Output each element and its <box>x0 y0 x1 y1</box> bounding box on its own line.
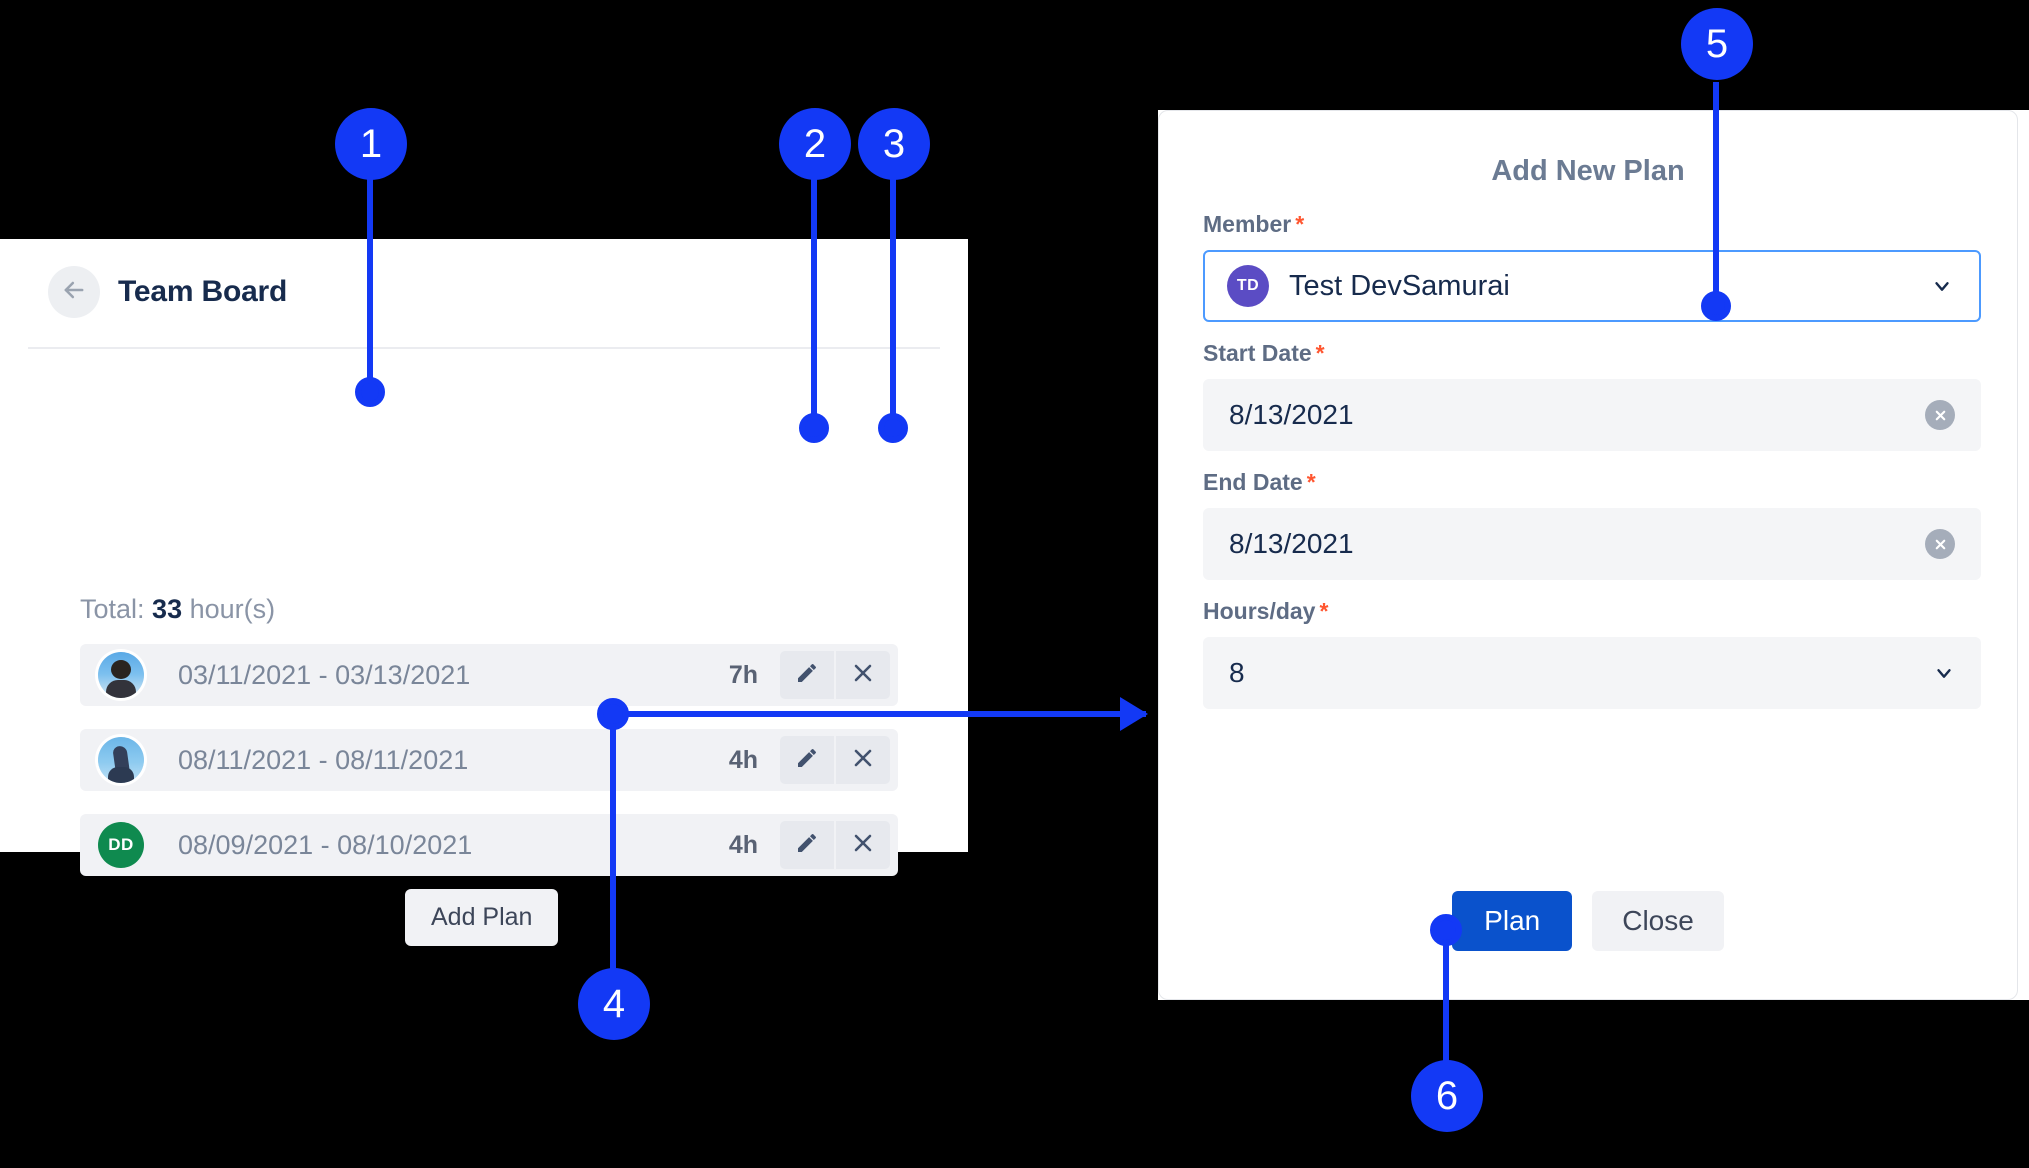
callout-badge-1: 1 <box>335 108 407 180</box>
start-date-label: Start Date* <box>1203 340 1981 367</box>
plan-hours: 4h <box>728 830 758 859</box>
callout-badge-5: 5 <box>1681 8 1753 80</box>
total-value: 33 <box>152 594 183 624</box>
edit-plan-button[interactable] <box>780 736 834 784</box>
end-date-label: End Date* <box>1203 469 1981 496</box>
end-date-input[interactable]: 8/13/2021 <box>1203 508 1981 580</box>
plan-hours: 7h <box>728 660 758 689</box>
plan-row[interactable]: 03/11/2021 - 03/13/2021 7h <box>80 644 898 706</box>
pencil-icon <box>795 661 819 690</box>
total-suffix: hour(s) <box>182 594 276 624</box>
close-x-icon <box>851 661 875 690</box>
required-marker: * <box>1319 598 1329 624</box>
member-avatar: TD <box>1227 265 1269 307</box>
chevron-down-icon <box>1933 662 1955 684</box>
required-marker: * <box>1315 340 1325 366</box>
member-field: Member* TD Test DevSamurai <box>1203 211 1981 322</box>
chevron-down-icon <box>1931 275 1953 297</box>
hours-per-day-field: Hours/day* 8 <box>1203 598 1981 709</box>
end-date-value: 8/13/2021 <box>1229 528 1354 559</box>
plan-submit-button[interactable]: Plan <box>1452 891 1573 951</box>
plan-row[interactable]: DD 08/09/2021 - 08/10/2021 4h <box>80 814 898 876</box>
plan-date-range: 03/11/2021 - 03/13/2021 <box>178 659 471 690</box>
hours-per-day-label-text: Hours/day <box>1203 598 1316 624</box>
delete-plan-button[interactable] <box>836 651 890 699</box>
close-dialog-button[interactable]: Close <box>1592 891 1724 951</box>
member-label: Member* <box>1203 211 1981 238</box>
edit-plan-button[interactable] <box>780 821 834 869</box>
avatar <box>98 737 144 783</box>
clear-circle-icon[interactable] <box>1925 400 1955 430</box>
callout-badge-4: 4 <box>578 968 650 1040</box>
row-actions <box>780 651 890 699</box>
close-x-icon <box>851 831 875 860</box>
row-actions <box>780 736 890 784</box>
page-title: Team Board <box>118 275 288 308</box>
callout-badge-2: 2 <box>779 108 851 180</box>
add-new-plan-dialog: Add New Plan Member* TD Test DevSamurai … <box>1158 110 2018 1000</box>
plan-date-range: 08/11/2021 - 08/11/2021 <box>178 744 469 775</box>
pencil-icon <box>795 831 819 860</box>
plan-hours: 4h <box>728 745 758 774</box>
hours-per-day-select[interactable]: 8 <box>1203 637 1981 709</box>
start-date-label-text: Start Date <box>1203 340 1312 366</box>
add-plan-button[interactable]: Add Plan <box>405 889 559 946</box>
total-prefix: Total: <box>80 594 153 624</box>
start-date-field: Start Date* 8/13/2021 <box>1203 340 1981 451</box>
hours-per-day-value: 8 <box>1229 657 1245 688</box>
plan-date-range: 08/09/2021 - 08/10/2021 <box>178 829 473 860</box>
team-board-panel: Team Board Total: 33 hour(s) 03/11/2021 … <box>0 239 968 946</box>
delete-plan-button[interactable] <box>836 736 890 784</box>
panel-header: Team Board <box>0 239 968 318</box>
close-x-icon <box>851 746 875 775</box>
dialog-title: Add New Plan <box>1491 155 1685 187</box>
total-hours-label: Total: 33 hour(s) <box>80 594 275 625</box>
avatar: DD <box>98 822 144 868</box>
row-actions <box>780 821 890 869</box>
start-date-value: 8/13/2021 <box>1229 399 1354 430</box>
plan-list: 03/11/2021 - 03/13/2021 7h <box>80 644 898 899</box>
callout-badge-6: 6 <box>1411 1060 1483 1132</box>
header-divider <box>28 347 940 349</box>
end-date-label-text: End Date <box>1203 469 1303 495</box>
dialog-actions: Plan Close <box>1159 891 2017 951</box>
edit-plan-button[interactable] <box>780 651 834 699</box>
clear-circle-icon[interactable] <box>1925 529 1955 559</box>
member-value: Test DevSamurai <box>1289 269 1510 302</box>
avatar <box>98 652 144 698</box>
start-date-input[interactable]: 8/13/2021 <box>1203 379 1981 451</box>
pencil-icon <box>795 746 819 775</box>
delete-plan-button[interactable] <box>836 821 890 869</box>
member-select[interactable]: TD Test DevSamurai <box>1203 250 1981 322</box>
plan-row[interactable]: 08/11/2021 - 08/11/2021 4h <box>80 729 898 791</box>
end-date-field: End Date* 8/13/2021 <box>1203 469 1981 580</box>
back-button[interactable] <box>48 266 100 318</box>
required-marker: * <box>1295 211 1305 237</box>
required-marker: * <box>1306 469 1316 495</box>
member-label-text: Member <box>1203 211 1292 237</box>
arrow-left-icon <box>60 276 88 309</box>
hours-per-day-label: Hours/day* <box>1203 598 1981 625</box>
callout-badge-3: 3 <box>858 108 930 180</box>
